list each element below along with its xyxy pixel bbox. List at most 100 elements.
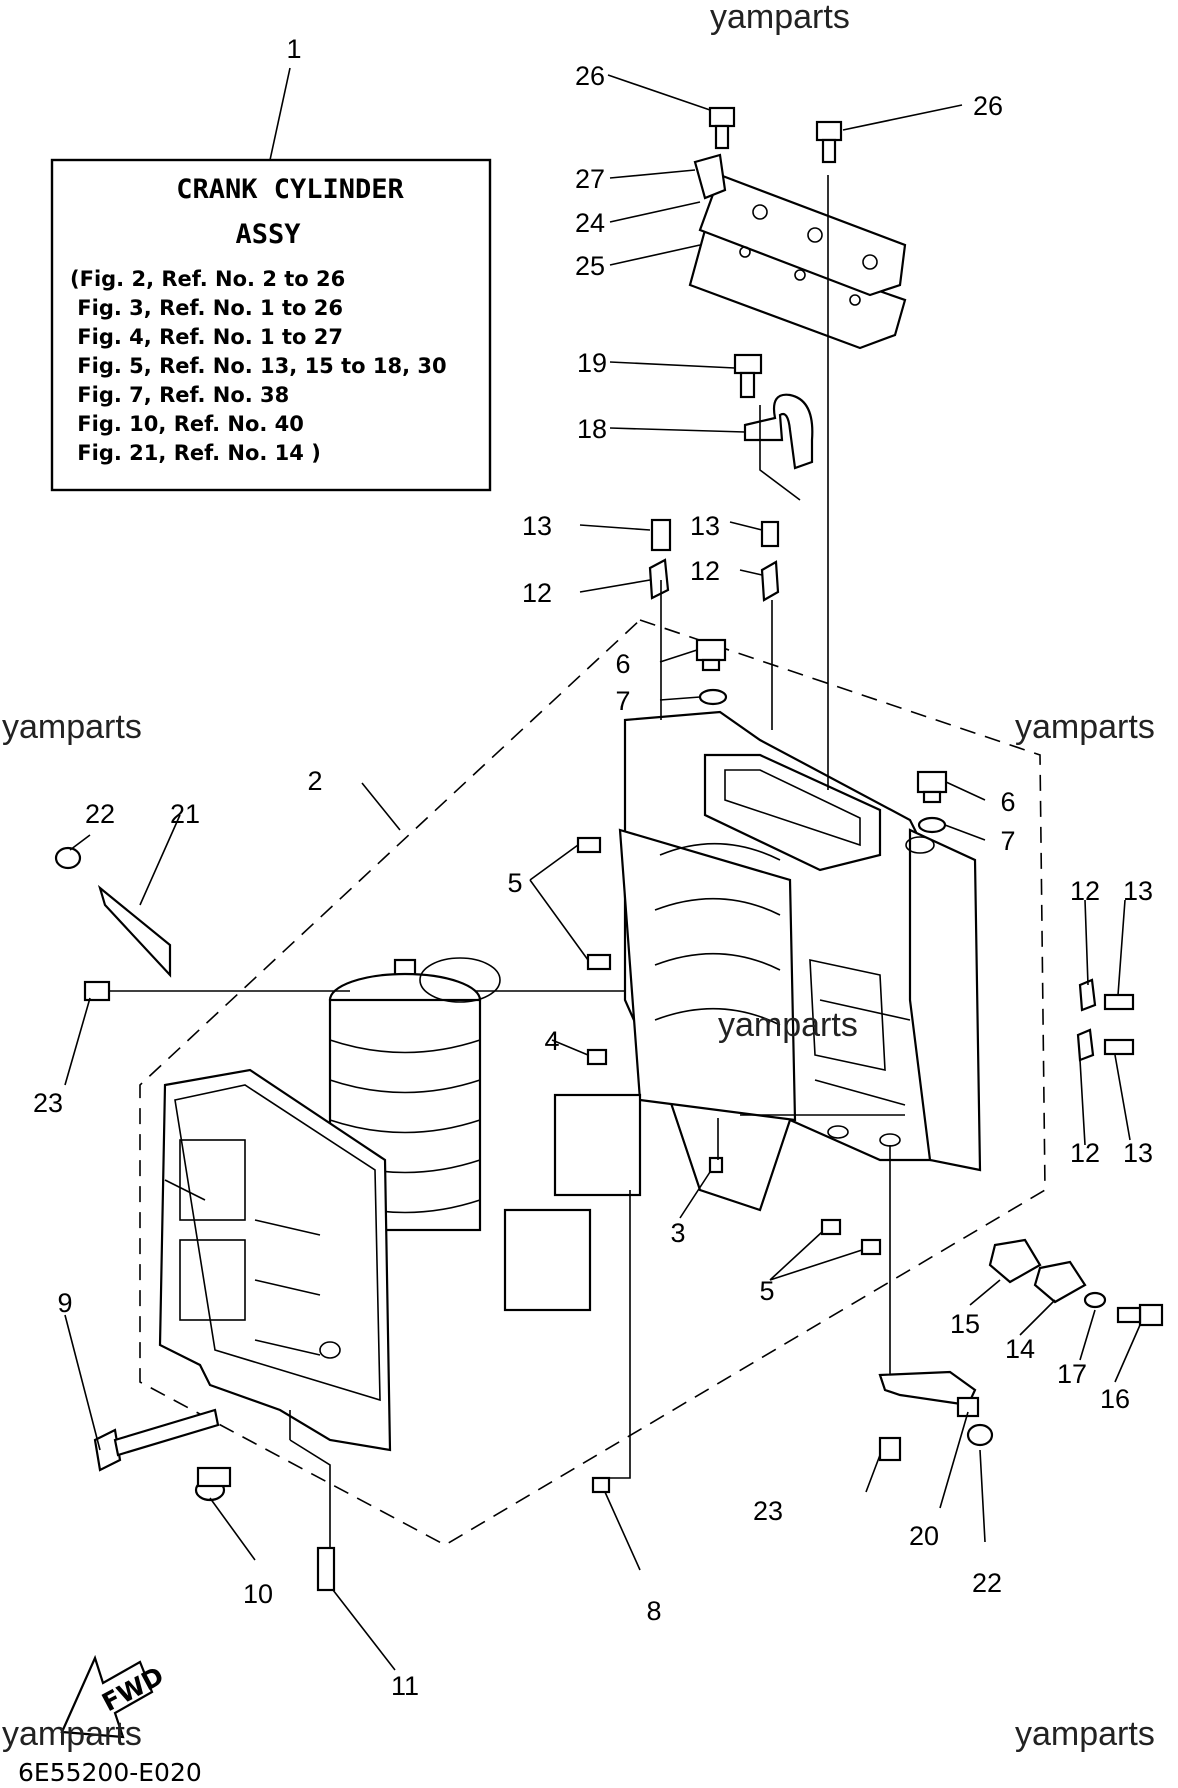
cover-24: [698, 173, 907, 297]
callout-12: 12: [690, 556, 720, 586]
info-box-title-line2: ASSY: [235, 219, 301, 250]
cover-14: [1033, 1260, 1087, 1304]
callout-22: 22: [972, 1568, 1002, 1598]
callout-11: 11: [391, 1671, 419, 1701]
fitting-5-lower: [820, 1218, 882, 1256]
bracket-21: [97, 884, 172, 978]
callout-23: 23: [33, 1088, 63, 1118]
info-box-title-line1: CRANK CYLINDER: [176, 174, 404, 205]
callout-numbers: 26 26 27 24 25 19 18 13 13 12 12 6 7 6 7…: [33, 61, 1153, 1701]
cylinder-block: [618, 710, 982, 1212]
info-box-line: (Fig. 2, Ref. No. 2 to 26: [70, 267, 345, 291]
callout-12: 12: [1070, 1138, 1100, 1168]
bolt-6-top: [695, 638, 727, 672]
callout-3: 3: [670, 1218, 685, 1248]
info-box-line: Fig. 3, Ref. No. 1 to 26: [70, 296, 343, 320]
callout-20: 20: [909, 1521, 939, 1551]
watermarks: yamparts yamparts yamparts yamparts yamp…: [2, 0, 1155, 1753]
callout-6: 6: [1000, 787, 1015, 817]
callout-8: 8: [646, 1596, 661, 1626]
info-box-line: Fig. 4, Ref. No. 1 to 27: [70, 325, 343, 349]
bolt-19: [733, 353, 763, 399]
info-box: 1 CRANK CYLINDER ASSY (Fig. 2, Ref. No. …: [50, 34, 492, 492]
callout-5: 5: [759, 1276, 774, 1306]
callout-4: 4: [544, 1026, 559, 1056]
callout-16: 16: [1100, 1384, 1130, 1414]
callout-13: 13: [690, 511, 720, 541]
dowel-8: [591, 1476, 611, 1494]
callout-26: 26: [973, 91, 1003, 121]
plate-12-right-lower: [1076, 1028, 1095, 1062]
clamp-18: [743, 393, 814, 470]
watermark: yamparts: [1015, 708, 1155, 746]
pin-3: [708, 1156, 724, 1174]
callout-7: 7: [615, 686, 630, 716]
info-box-leader: [269, 67, 291, 161]
plate-12-a: [648, 558, 670, 600]
bolt-26-right: [815, 120, 843, 164]
callout-12: 12: [1070, 876, 1100, 906]
screw-13-a: [650, 518, 672, 552]
screw-13-b: [760, 520, 780, 548]
callout-24: 24: [575, 208, 605, 238]
callout-10: 10: [243, 1579, 273, 1609]
bolt-23-lower: [878, 1436, 902, 1462]
callout-18: 18: [577, 414, 607, 444]
info-box-frame: [50, 158, 492, 492]
callout-2: 2: [307, 766, 322, 796]
plate-12-b: [760, 560, 780, 602]
crankcase: [158, 1068, 392, 1452]
guide-lines: [110, 175, 905, 1548]
bolt-9: [93, 1408, 220, 1472]
info-box-line: Fig. 10, Ref. No. 40: [70, 412, 304, 436]
info-box-line: Fig. 5, Ref. No. 13, 15 to 18, 30: [70, 354, 447, 378]
watermark: yamparts: [710, 0, 850, 36]
cap-22-lower: [966, 1423, 994, 1447]
cover-15: [988, 1238, 1042, 1284]
callout-6: 6: [615, 649, 630, 679]
watermark: yamparts: [1015, 1715, 1155, 1753]
callout-22: 22: [85, 799, 115, 829]
callout-13: 13: [1123, 876, 1153, 906]
callout-17: 17: [1057, 1359, 1087, 1389]
washer-7-right: [917, 816, 947, 834]
piston-lower: [503, 1208, 592, 1312]
callout-19: 19: [577, 348, 607, 378]
plug-4: [586, 1048, 608, 1066]
callout-27: 27: [575, 164, 605, 194]
fitting-5-upper: [576, 836, 612, 971]
callout-13: 13: [522, 511, 552, 541]
cap-22-left: [54, 846, 82, 870]
watermark: yamparts: [2, 708, 142, 746]
bolt-10: [194, 1466, 232, 1502]
bracket-27: [693, 153, 727, 200]
screw-13-right-lower: [1103, 1038, 1135, 1056]
watermark: yamparts: [2, 1715, 142, 1753]
bolt-6-right: [916, 770, 948, 804]
washer-7-top: [698, 688, 728, 706]
callout-9: 9: [57, 1288, 72, 1318]
callout-21: 21: [170, 799, 200, 829]
callout-23: 23: [753, 1496, 783, 1526]
stud-11: [316, 1546, 336, 1592]
callout-25: 25: [575, 251, 605, 281]
callout-26: 26: [575, 61, 605, 91]
callout-14: 14: [1005, 1334, 1035, 1364]
watermark: yamparts: [718, 1006, 858, 1044]
info-box-number: 1: [286, 34, 301, 64]
piston-upper: [553, 1093, 642, 1197]
callout-13: 13: [1123, 1138, 1153, 1168]
callout-5: 5: [507, 868, 522, 898]
callout-15: 15: [950, 1309, 980, 1339]
screw-13-right-upper: [1103, 993, 1135, 1011]
callout-12: 12: [522, 578, 552, 608]
exhaust-cover-group: [688, 153, 907, 350]
callout-leaders: [64, 74, 1141, 1671]
info-box-line: Fig. 21, Ref. No. 14 ): [70, 441, 321, 465]
assembly-dashed-outline: [139, 619, 1046, 1546]
callout-7: 7: [1000, 826, 1015, 856]
info-box-line: Fig. 7, Ref. No. 38: [70, 383, 289, 407]
bolt-16: [1116, 1303, 1164, 1327]
bolt-23-left: [83, 980, 111, 1002]
